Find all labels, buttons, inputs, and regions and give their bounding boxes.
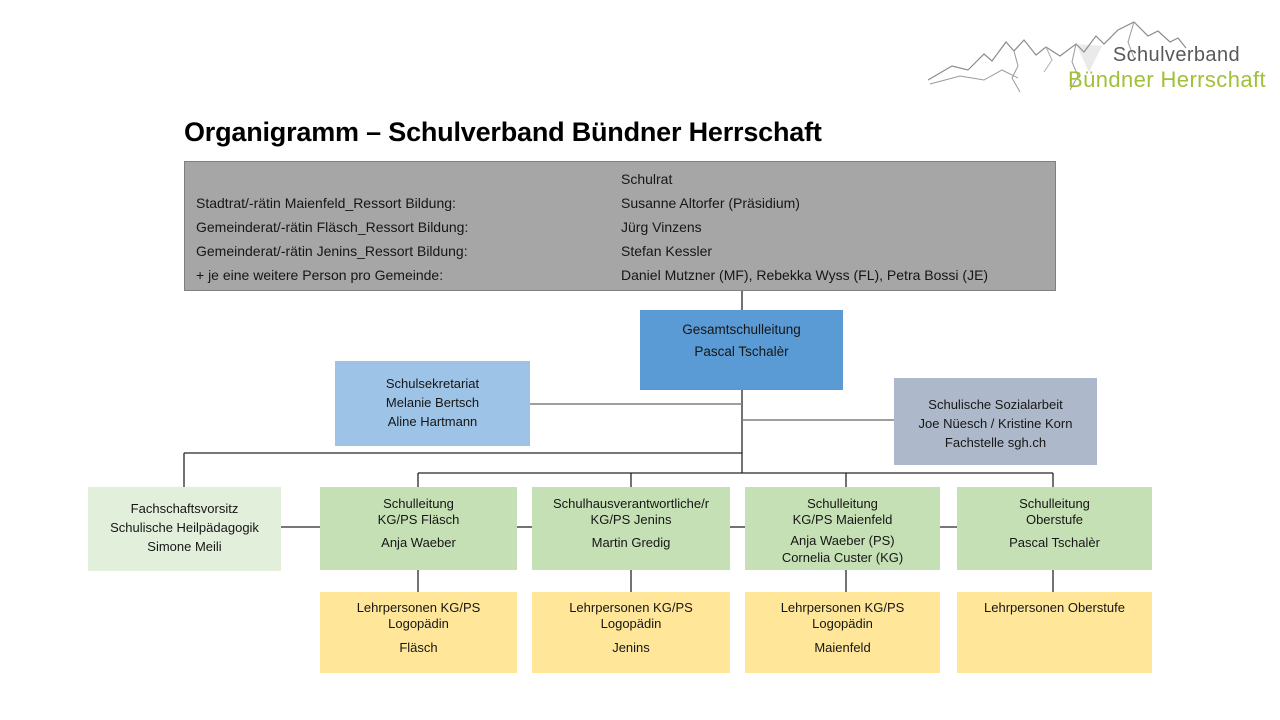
box-role: Fachschaftsvorsitz [130,501,239,516]
schulleitung-maienfeld-box: Schulleitung KG/PS Maienfeld Anja Waeber… [745,487,940,570]
box-role: Gesamtschulleitung [682,322,801,337]
schulrat-row: Gemeinderat/-rätin Jenins_Ressort Bildun… [185,239,1055,263]
lehrpersonen-flaesch-box: Lehrpersonen KG/PS Logopädin Fläsch [320,592,517,673]
schulrat-row-label: + je eine weitere Person pro Gemeinde: [196,267,444,283]
lehrpersonen-jenins-box: Lehrpersonen KG/PS Logopädin Jenins [532,592,730,673]
mountain-logo-icon [927,21,1187,93]
box-site: Maienfeld [814,640,871,655]
box-person: Anja Waeber [381,535,456,550]
schulrat-row-value: Daniel Mutzner (MF), Rebekka Wyss (FL), … [621,267,989,283]
schulrat-row-label: Stadtrat/-rätin Maienfeld_Ressort Bildun… [196,195,456,211]
box-role: KG/PS Fläsch [377,512,460,527]
schulrat-row-label: Gemeinderat/-rätin Jenins_Ressort Bildun… [196,243,468,259]
box-role: Schulische Sozialarbeit [928,397,1063,412]
box-role: KG/PS Jenins [590,512,672,527]
logo-text-schulverband: Schulverband [1112,44,1240,66]
schulrat-row: Gemeinderat/-rätin Fläsch_Ressort Bildun… [185,215,1055,239]
box-person: Simone Meili [147,539,222,554]
schulrat-row-label: Gemeinderat/-rätin Fläsch_Ressort Bildun… [196,219,469,235]
box-person: Anja Waeber (PS) [790,533,895,548]
box-site: Jenins [612,640,650,655]
logo-text-buendner-herrschaft: Bündner Herrschaft [1068,67,1266,92]
schulleitung-oberstufe-box: Schulleitung Oberstufe Pascal Tschalèr [957,487,1152,570]
lehrpersonen-oberstufe-box: Lehrpersonen Oberstufe [957,592,1152,673]
schulrat-row-value: Susanne Altorfer (Präsidium) [621,195,800,211]
box-role: Lehrpersonen KG/PS [356,600,481,615]
schulhausverantwortung-jenins-box: Schulhausverantwortliche/r KG/PS Jenins … [532,487,730,570]
fachschaftsvorsitz-box: Fachschaftsvorsitz Schulische Heilpädago… [88,487,281,571]
box-role: Oberstufe [1025,512,1084,527]
box-role: Schulleitung [1019,496,1090,511]
schulrat-row-value: Schulrat [621,171,673,187]
box-role: KG/PS Maienfeld [792,512,893,527]
staff-connectors [530,403,894,421]
box-person: Melanie Bertsch [385,395,480,410]
box-person: Aline Hartmann [387,414,478,429]
gesamtschulleitung-box: Gesamtschulleitung Pascal Tschalèr [640,310,843,390]
box-person: Joe Nüesch / Kristine Korn [918,416,1073,431]
box-role: Logopädin [600,616,662,631]
box-person: Pascal Tschalèr [694,344,789,359]
lehrpersonen-maienfeld-box: Lehrpersonen KG/PS Logopädin Maienfeld [745,592,940,673]
box-role: Lehrpersonen Oberstufe [984,600,1125,615]
box-person: Pascal Tschalèr [1009,535,1100,550]
box-person: Martin Gredig [591,535,671,550]
box-person: Cornelia Custer (KG) [781,550,904,565]
schulrat-box: Schulrat Stadtrat/-rätin Maienfeld_Resso… [184,161,1056,291]
schulrat-row: Schulrat [185,167,1055,191]
box-role: Schulleitung [383,496,454,511]
box-role: Logopädin [812,616,873,631]
box-role: Lehrpersonen KG/PS [569,600,693,615]
box-site: Fläsch [399,640,438,655]
box-role: Lehrpersonen KG/PS [780,600,905,615]
box-role: Schulleitung [807,496,878,511]
schulsekretariat-box: Schulsekretariat Melanie Bertsch Aline H… [335,361,530,446]
box-role: Logopädin [388,616,449,631]
page-title: Organigramm – Schulverband Bündner Herrs… [184,117,822,147]
box-note: Fachstelle sgh.ch [944,435,1047,450]
schulleitung-flaesch-box: Schulleitung KG/PS Fläsch Anja Waeber [320,487,517,570]
schulrat-row: Stadtrat/-rätin Maienfeld_Ressort Bildun… [185,191,1055,215]
box-role: Schulhausverantwortliche/r [552,496,710,511]
schulrat-row-value: Stefan Kessler [621,243,713,259]
schulrat-row-value: Jürg Vinzens [621,219,702,235]
sozialarbeit-box: Schulische Sozialarbeit Joe Nüesch / Kri… [894,378,1097,465]
schulrat-row: + je eine weitere Person pro Gemeinde: D… [185,263,1055,287]
box-role: Schulische Heilpädagogik [110,520,259,535]
box-role: Schulsekretariat [385,376,480,391]
